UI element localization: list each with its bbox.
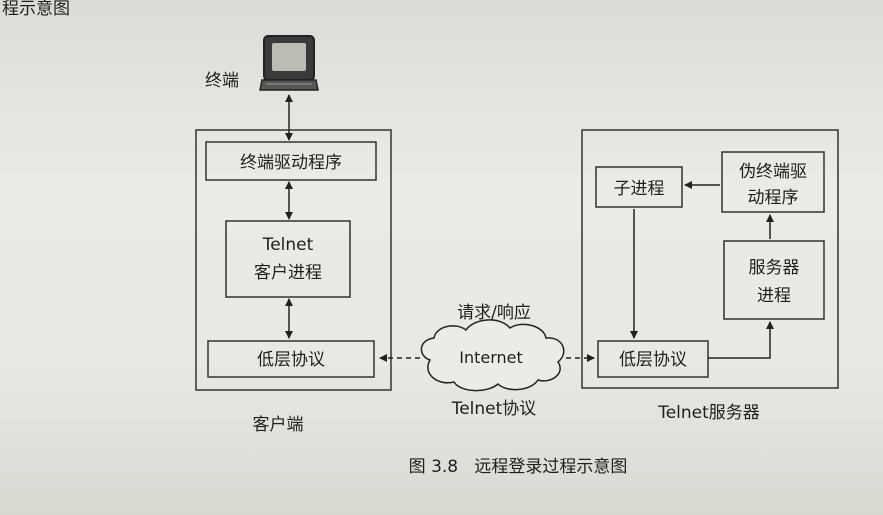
client-frame: [195, 129, 392, 391]
client-low-protocol-label: 低层协议: [257, 350, 325, 370]
terminal-icon: [259, 35, 319, 91]
pseudo-terminal-driver-box: 伪终端驱 动程序: [721, 151, 825, 213]
pseudo-terminal-line2: 动程序: [748, 188, 799, 208]
internet-cloud: Internet: [420, 319, 565, 392]
telnet-protocol-caption: Telnet协议: [451, 399, 537, 419]
server-low-protocol-label: 低层协议: [619, 350, 687, 370]
child-process-box: 子进程: [595, 166, 683, 208]
server-process-line1: 服务器: [749, 258, 800, 278]
server-process-line2: 进程: [757, 286, 791, 306]
figure-caption: 图 3.8 远程登录过程示意图: [409, 457, 628, 477]
server-process-box: 服务器 进程: [723, 240, 825, 320]
pseudo-terminal-line1: 伪终端驱: [739, 162, 807, 182]
server-low-protocol-box: 低层协议: [597, 340, 709, 378]
terminal-driver-box: 终端驱动程序: [205, 141, 377, 181]
top-text-fragment: 程示意图: [2, 0, 70, 19]
client-low-protocol-box: 低层协议: [207, 340, 375, 378]
request-response-label: 请求/响应: [457, 303, 531, 323]
telnet-client-process-box: Telnet 客户进程: [225, 220, 351, 298]
telnet-process-line2: 客户进程: [254, 263, 322, 283]
terminal-driver-label: 终端驱动程序: [240, 153, 342, 173]
server-caption: Telnet服务器: [657, 403, 760, 423]
child-process-label: 子进程: [614, 179, 665, 199]
client-caption: 客户端: [253, 415, 304, 435]
terminal-label: 终端: [205, 71, 239, 91]
internet-label: Internet: [459, 348, 523, 367]
lowprotocol-to-server-arrow: [708, 321, 774, 359]
server-frame: [581, 129, 839, 389]
telnet-process-line1: Telnet: [262, 235, 314, 255]
